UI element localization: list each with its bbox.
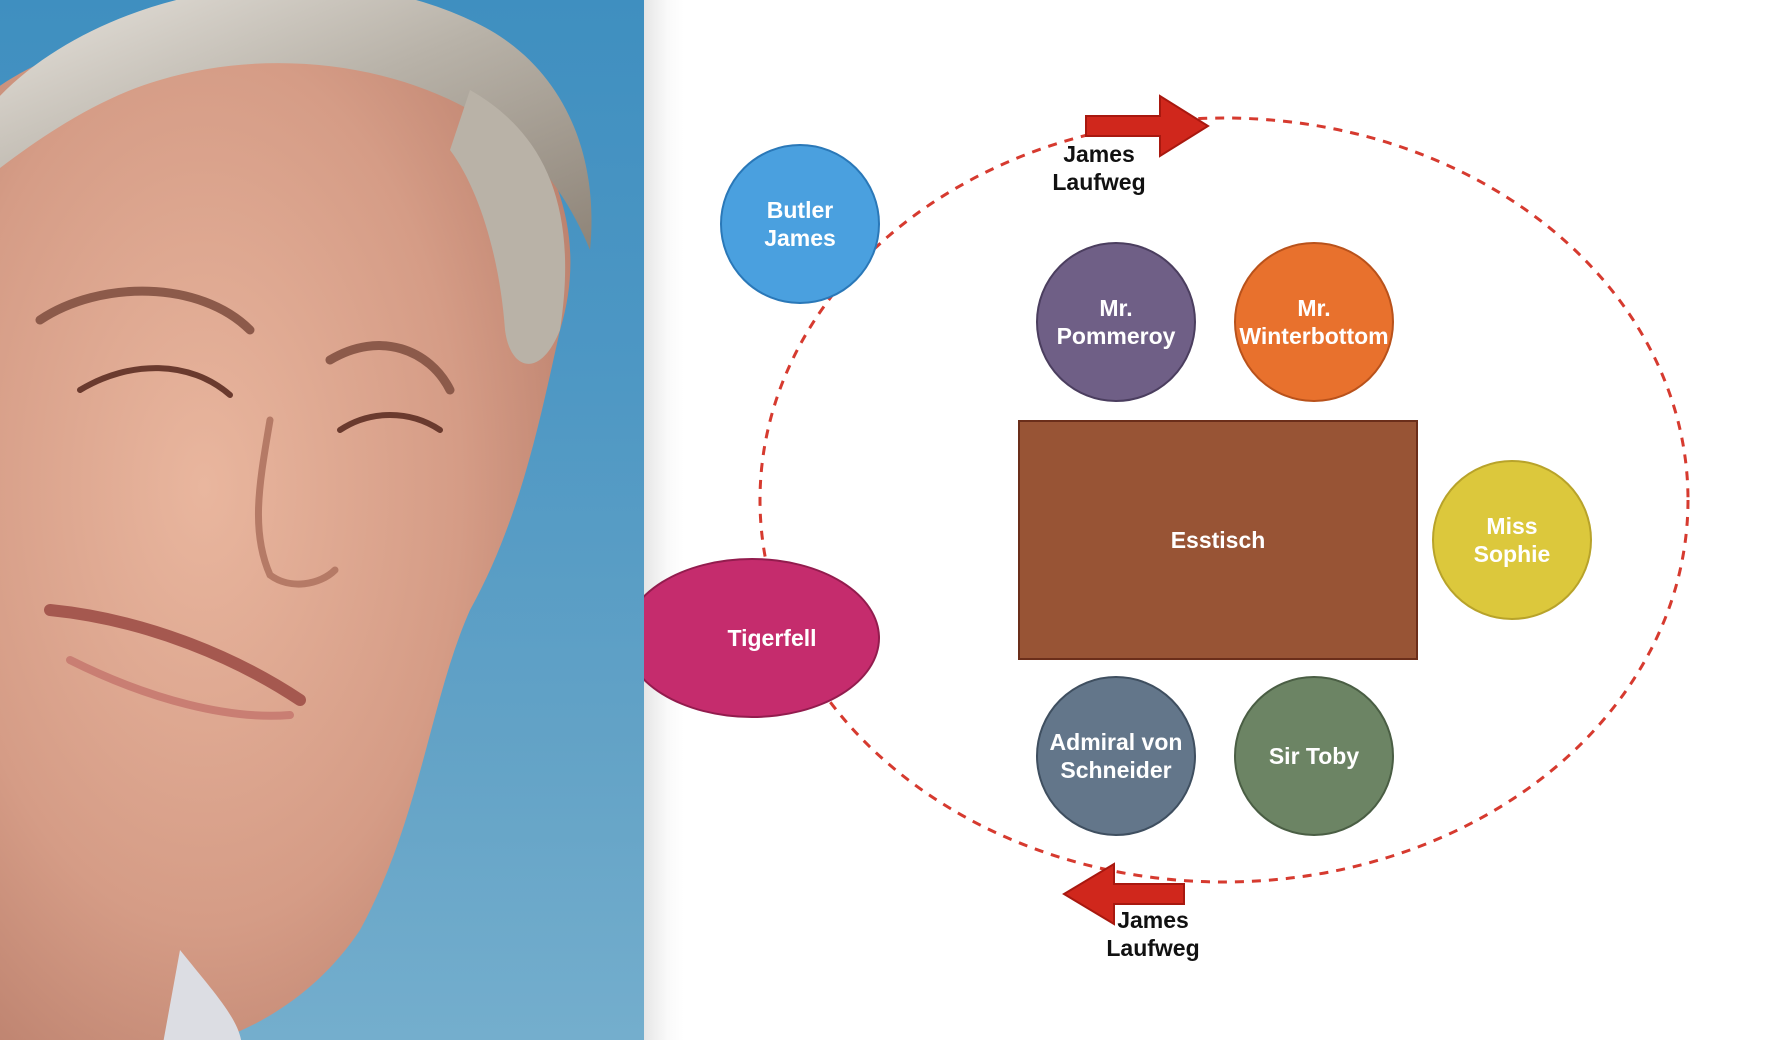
dining-table: Esstisch	[1018, 420, 1418, 660]
guest-label: Admiral von Schneider	[1049, 729, 1183, 783]
guest-label: Tigerfell	[727, 625, 817, 651]
walking-path	[758, 116, 1690, 884]
tigerfell-rug: Tigerfell	[644, 558, 880, 718]
guest-mr-pommeroy: Mr. Pommeroy	[1036, 242, 1196, 402]
guest-label: Miss Sophie	[1473, 513, 1551, 567]
guest-sir-toby: Sir Toby	[1234, 676, 1394, 836]
diagram-canvas	[758, 94, 1690, 926]
guest-label: Mr. Winterbottom	[1239, 295, 1389, 349]
guest-butler-james: Butler James	[720, 144, 880, 304]
path-label-bottom: James Laufweg	[1106, 907, 1200, 961]
path-label-top: James Laufweg	[1052, 141, 1146, 195]
guest-mr-winterbottom: Mr. Winterbottom	[1234, 242, 1394, 402]
path-arrow-right-icon	[1085, 94, 1210, 158]
guest-label: Mr. Pommeroy	[1056, 295, 1176, 349]
dining-table-label: Esstisch	[1170, 527, 1266, 553]
guest-label: Butler James	[764, 197, 836, 251]
guest-label: Sir Toby	[1268, 743, 1360, 769]
person-photo	[0, 0, 644, 1040]
person-photo-illustration	[0, 0, 592, 1040]
path-arrow-left-icon	[1062, 862, 1185, 926]
guest-admiral-von-schneider: Admiral von Schneider	[1036, 676, 1196, 836]
seating-diagram: Esstisch Butler James Mr. Pommeroy Mr. W…	[644, 0, 1770, 1040]
guest-miss-sophie: Miss Sophie	[1432, 460, 1592, 620]
